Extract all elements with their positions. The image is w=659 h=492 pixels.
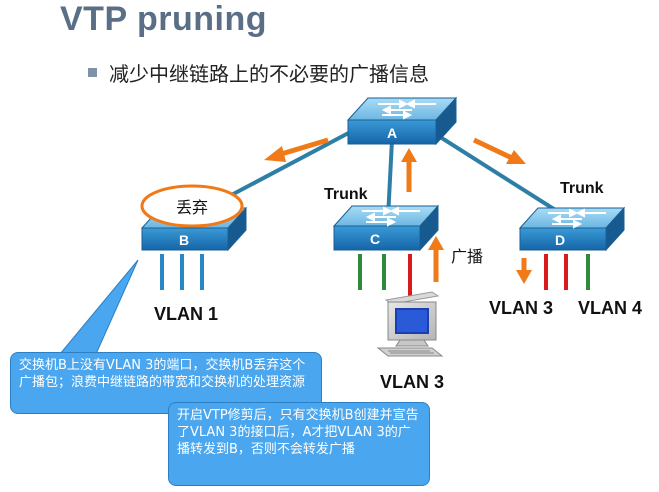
vlan3-pc-label: VLAN 3 [380,372,444,392]
vlan1-label: VLAN 1 [154,304,218,324]
callout-switch-b-note: 交换机B上没有VLAN 3的端口，交换机B丢弃这个广播包；浪费中继链路的带宽和交… [10,352,322,414]
switch-c-arrows-icon [362,206,420,227]
arrow-c-to-a-icon [401,148,417,192]
trunk-label-d: Trunk [560,180,604,197]
drop-label: 丢弃 [176,198,208,217]
switch-a-label: A [387,125,397,141]
page-title: VTP pruning [60,0,267,38]
switch-c-ports [358,254,412,300]
pc-icon [376,291,444,357]
callout-vtp-pruning-note: 开启VTP修剪后，只有交换机B创建并宣告了VLAN 3的接口后，A才把VLAN … [168,402,430,486]
switch-a[interactable]: A [346,96,458,146]
bullet-square-icon [88,68,97,77]
switch-a-arrows-icon [378,99,436,120]
switch-d-arrows-icon [548,208,606,229]
bullet-point: 减少中继链路上的不必要的广播信息 [88,58,429,87]
drop-badge: 丢弃 [140,184,244,228]
switch-b-label: B [179,232,189,248]
switch-d-ports [544,254,590,290]
arrow-pc-to-c-icon [428,236,444,282]
vlan3-d-label: VLAN 3 [489,298,553,318]
broadcast-label: 广播 [451,247,483,266]
bullet-text: 减少中继链路上的不必要的广播信息 [109,62,429,86]
vlan4-d-label: VLAN 4 [578,298,642,318]
trunk-link-a-c [386,139,394,219]
arrow-a-to-d-icon [472,137,526,164]
trunk-label-c: Trunk [324,186,368,203]
arrow-a-to-b-icon [264,137,329,162]
switch-c[interactable]: C [332,204,440,252]
callout-pointer [58,259,139,355]
switch-d-label: D [555,232,565,248]
trunk-link-a-d [424,126,570,220]
arrow-d-to-port-icon [516,258,532,284]
switch-d[interactable]: D [518,206,626,252]
switch-b-ports [160,254,204,290]
switch-c-label: C [370,231,380,247]
broadcast-arrows [264,137,532,284]
